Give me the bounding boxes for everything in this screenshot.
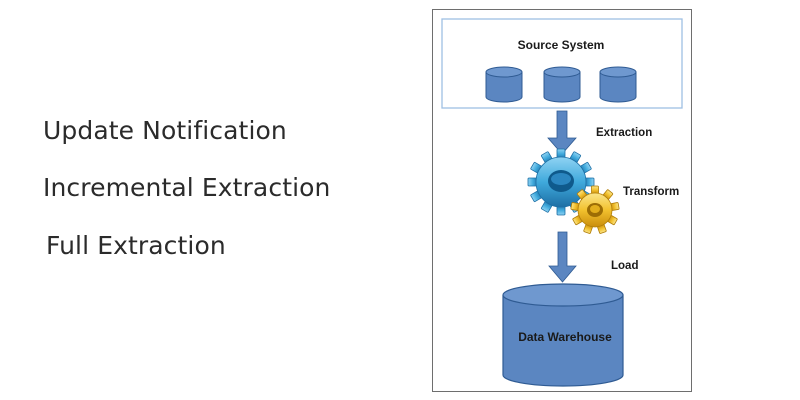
- transform-label: Transform: [623, 186, 680, 198]
- database-icon: [543, 66, 581, 103]
- extraction-label: Extraction: [596, 127, 653, 139]
- method-full-extraction: Full Extraction: [46, 231, 226, 260]
- data-warehouse-label: Data Warehouse: [518, 330, 612, 344]
- extraction-methods-list: Update Notification Incremental Extracti…: [43, 116, 331, 260]
- database-icon: [485, 66, 523, 103]
- etl-diagram: Source System Extraction Transform Load …: [432, 9, 692, 392]
- data-warehouse-icon: [502, 283, 624, 387]
- database-icon: [599, 66, 637, 103]
- method-incremental-extraction: Incremental Extraction: [43, 173, 331, 202]
- extraction-arrow: [547, 110, 577, 155]
- etl-diagram-graphic: [441, 18, 683, 387]
- load-label: Load: [611, 260, 639, 272]
- source-system-label: Source System: [517, 38, 605, 52]
- load-arrow: [548, 231, 577, 283]
- gear-icon-yellow: [570, 185, 620, 234]
- method-update-notification: Update Notification: [43, 116, 287, 145]
